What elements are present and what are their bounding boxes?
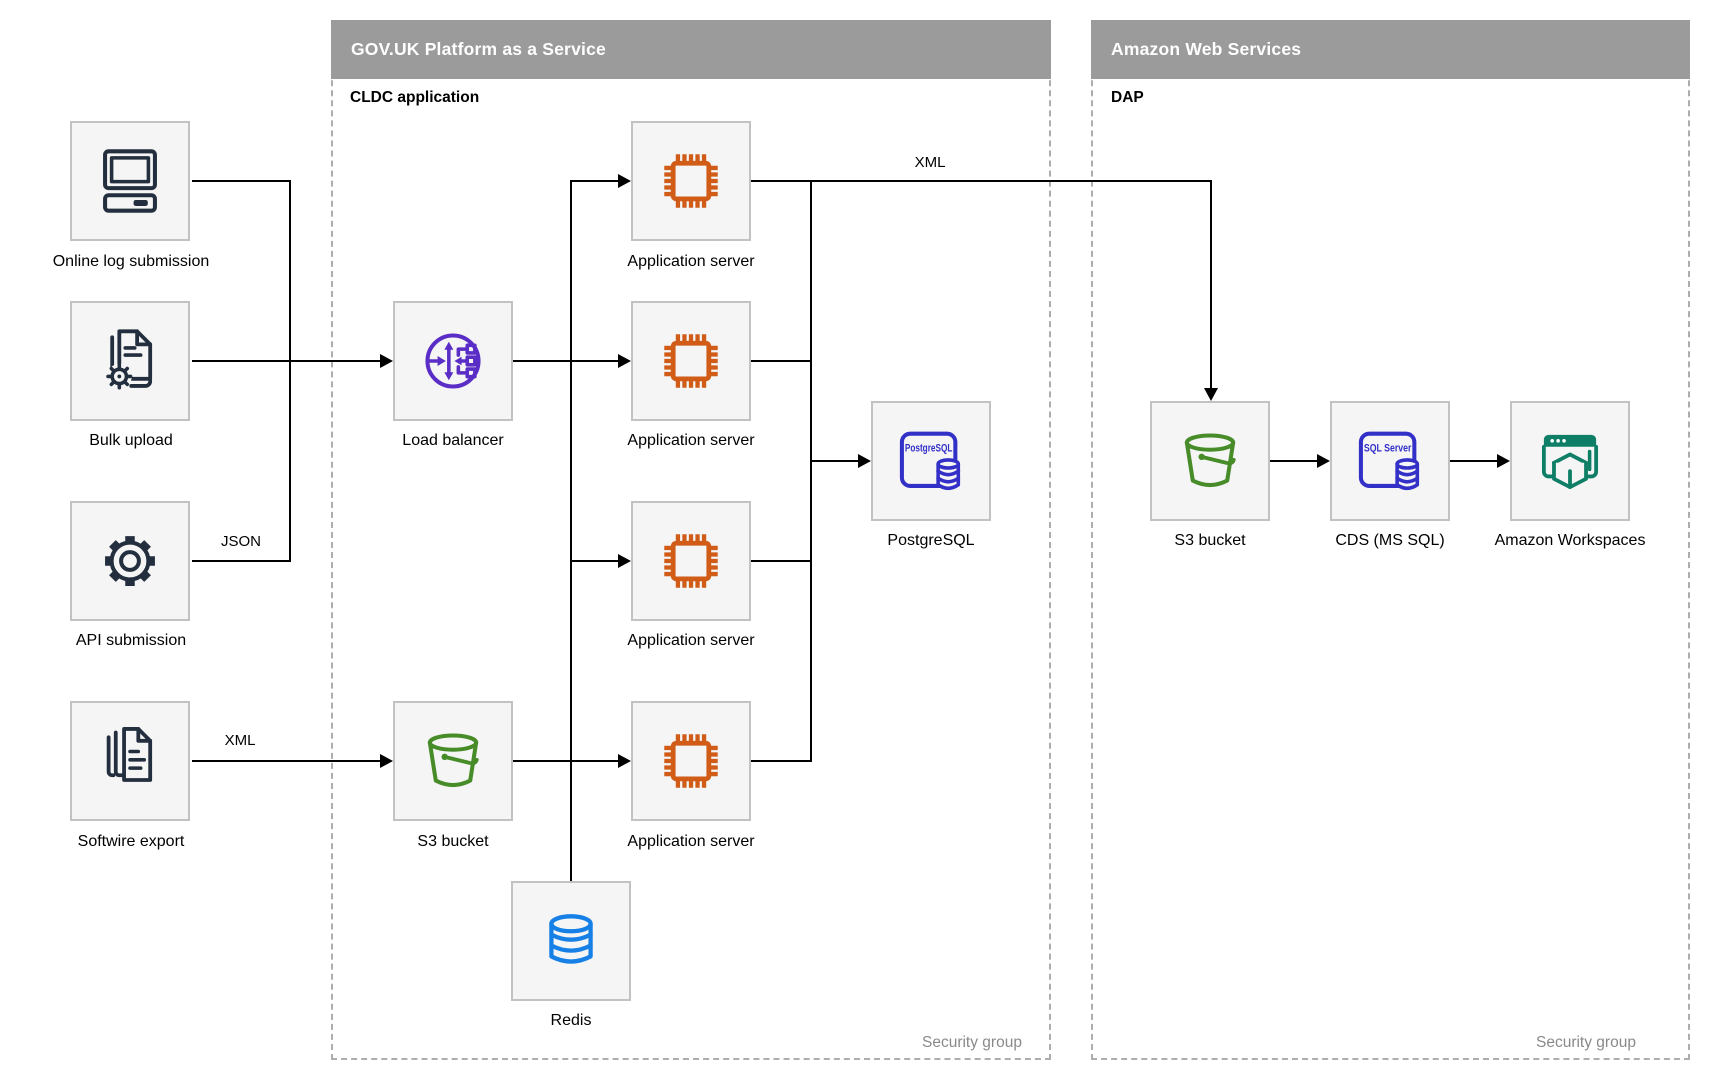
node-label: S3 bucket <box>417 833 489 850</box>
arrowhead <box>1317 454 1330 468</box>
node-label: Softwire export <box>77 833 185 850</box>
arrowhead <box>618 754 631 768</box>
postgresql-icon: PostgreSQL <box>899 431 961 491</box>
documents-stack-icon <box>106 727 153 782</box>
arrowhead <box>1204 388 1218 401</box>
node-amazon-workspaces <box>1510 401 1630 521</box>
s3-bucket-icon <box>1184 433 1236 488</box>
aws-footer-label: Security group <box>1536 1034 1636 1051</box>
connector-line <box>751 560 811 562</box>
sql-server-badge-text: SQL Server <box>1364 443 1412 455</box>
paas-subtitle: CLDC application <box>350 89 480 106</box>
postgresql-badge-text: PostgreSQL <box>905 443 953 455</box>
connector-line <box>810 180 812 762</box>
chip-icon <box>664 334 718 388</box>
chip-icon <box>664 734 718 788</box>
node-label: S3 bucket <box>1174 532 1246 549</box>
load-balancer-icon <box>425 333 481 389</box>
node-application-server-2 <box>631 301 751 421</box>
node-label: Bulk upload <box>89 432 173 449</box>
connector-line <box>811 460 858 462</box>
paas-footer-label: Security group <box>922 1034 1022 1051</box>
aws-title: Amazon Web Services <box>1111 39 1302 59</box>
gear-icon <box>105 536 155 586</box>
arrowhead <box>618 174 631 188</box>
node-application-server-3 <box>631 501 751 621</box>
node-s3-bucket-paas <box>393 701 513 821</box>
connector-line <box>751 180 1211 182</box>
paas-title: GOV.UK Platform as a Service <box>351 39 606 59</box>
node-label: API submission <box>75 632 187 649</box>
node-online-log-submission <box>70 121 190 241</box>
node-label: Online log submission <box>52 253 210 270</box>
s3-bucket-icon <box>427 733 479 788</box>
node-softwire-export <box>70 701 190 821</box>
connector-line <box>751 760 811 762</box>
connector-line <box>192 760 381 762</box>
node-label: Application server <box>627 632 755 649</box>
connector-line <box>1210 180 1212 389</box>
chip-icon <box>664 534 718 588</box>
connector-line <box>751 360 811 362</box>
node-postgresql: PostgreSQL <box>871 401 991 521</box>
arrowhead <box>618 354 631 368</box>
node-bulk-upload <box>70 301 190 421</box>
computer-icon <box>103 149 157 213</box>
paas-header: GOV.UK Platform as a Service <box>331 20 1051 79</box>
node-label: Application server <box>627 833 755 850</box>
connector-line <box>513 360 571 362</box>
node-s3-bucket-aws <box>1150 401 1270 521</box>
edge-label-xml-softwire: XML <box>224 732 256 749</box>
connector-line <box>192 360 381 362</box>
node-label: CDS (MS SQL) <box>1335 532 1445 549</box>
connector-line <box>192 180 290 182</box>
node-label: PostgreSQL <box>887 532 975 549</box>
arrowhead <box>1497 454 1510 468</box>
aws-header: Amazon Web Services <box>1091 20 1690 79</box>
node-label: Amazon Workspaces <box>1494 532 1646 549</box>
chip-icon <box>664 154 718 208</box>
connector-line <box>571 360 619 362</box>
connector-line <box>513 760 619 762</box>
connector-line <box>570 180 572 881</box>
node-application-server-1 <box>631 121 751 241</box>
node-redis <box>511 881 631 1001</box>
node-label: Application server <box>627 432 755 449</box>
database-icon <box>549 914 593 964</box>
document-gear-icon <box>106 329 153 390</box>
node-label: Load balancer <box>402 432 504 449</box>
arrowhead <box>618 554 631 568</box>
connector-line <box>571 560 619 562</box>
connector-line <box>571 180 619 182</box>
node-label: Redis <box>550 1012 592 1029</box>
node-cds-ms-sql: SQL Server <box>1330 401 1450 521</box>
node-api-submission <box>70 501 190 621</box>
aws-subtitle: DAP <box>1111 89 1144 106</box>
arrowhead <box>380 754 393 768</box>
connector-line <box>192 560 290 562</box>
connector-line <box>289 180 291 562</box>
sql-server-icon: SQL Server <box>1358 431 1420 491</box>
arrowhead <box>858 454 871 468</box>
node-label: Application server <box>627 253 755 270</box>
workspaces-icon <box>1541 434 1599 490</box>
node-application-server-4 <box>631 701 751 821</box>
edge-label-xml-aws: XML <box>914 154 946 171</box>
connector-line <box>1450 460 1497 462</box>
edge-label-json: JSON <box>220 533 262 550</box>
arrowhead <box>380 354 393 368</box>
node-load-balancer <box>393 301 513 421</box>
connector-line <box>1270 460 1317 462</box>
